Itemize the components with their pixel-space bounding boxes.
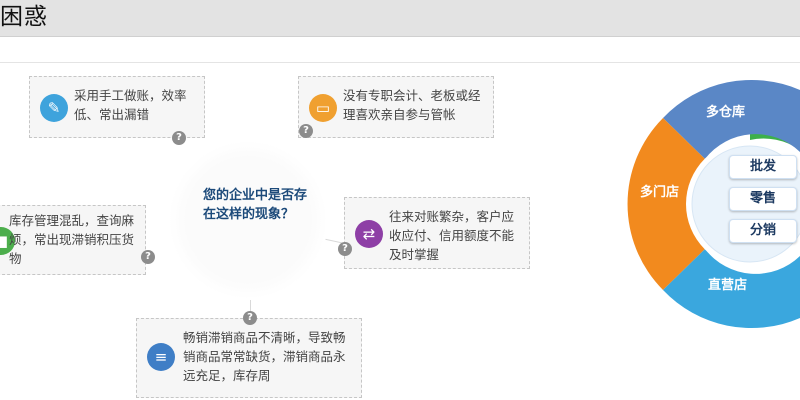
chip-distribution: 分销 (729, 219, 797, 243)
title-bar: 困惑 (0, 0, 800, 37)
question-mark-icon: ? (299, 124, 313, 138)
wheel-segment-multi-warehouse (663, 79, 800, 159)
problem-card-best-sellers: ≡ 畅销滞销商品不清晰，导致畅销商品常常缺货，滞销商品永远充足，库存周 (136, 318, 362, 398)
problem-card-reconciliation: ⇄ 往来对账繁杂，客户应收应付、信用额度不能及时掌握 (344, 197, 530, 269)
wheel-label-multi-warehouse: 多仓库 (706, 105, 746, 120)
wheel-label-multi-store: 多门店 (640, 185, 680, 200)
monitor-icon: ▭ (309, 94, 337, 122)
question-mark-icon: ? (141, 250, 155, 264)
problem-text: 采用手工做账，效率低、常出漏错 (74, 88, 187, 122)
wheel-segment-multi-store (627, 118, 705, 290)
problem-text: 没有专职会计、老板或经理喜欢亲自参与管帐 (343, 88, 481, 122)
wheel-label-direct-store: 直营店 (708, 278, 748, 293)
question-mark-icon: ? (338, 242, 352, 256)
question-mark-icon: ? (172, 131, 186, 145)
problem-text: 库存管理混乱，查询麻烦，常出现滞销积压货物 (9, 213, 135, 266)
question-mark-icon: ? (243, 311, 257, 325)
wheel-segment-direct-store (663, 249, 800, 329)
problem-card-inventory: ■ 库存管理混乱，查询麻烦，常出现滞销积压货物 (0, 205, 146, 275)
divider (0, 62, 800, 63)
page-title: 困惑 (0, 4, 48, 30)
box-icon: ■ (0, 227, 15, 255)
center-question: 您的企业中是否存在这样的现象？ (203, 188, 308, 222)
chip-wholesale: 批发 (729, 155, 797, 179)
problem-text: 往来对账繁杂，客户应收应付、信用额度不能及时掌握 (389, 209, 515, 262)
center-circle (168, 140, 328, 300)
exchange-icon: ⇄ (355, 220, 383, 248)
list-icon: ≡ (147, 343, 175, 371)
chip-retail: 零售 (729, 187, 797, 211)
pencil-icon: ✎ (40, 94, 68, 122)
problem-card-manual-accounting: ✎ 采用手工做账，效率低、常出漏错 (29, 76, 205, 138)
problem-card-no-accountant: ▭ 没有专职会计、老板或经理喜欢亲自参与管帐 (298, 76, 494, 138)
problem-text: 畅销滞销商品不清晰，导致畅销商品常常缺货，滞销商品永远充足，库存周 (183, 330, 346, 383)
